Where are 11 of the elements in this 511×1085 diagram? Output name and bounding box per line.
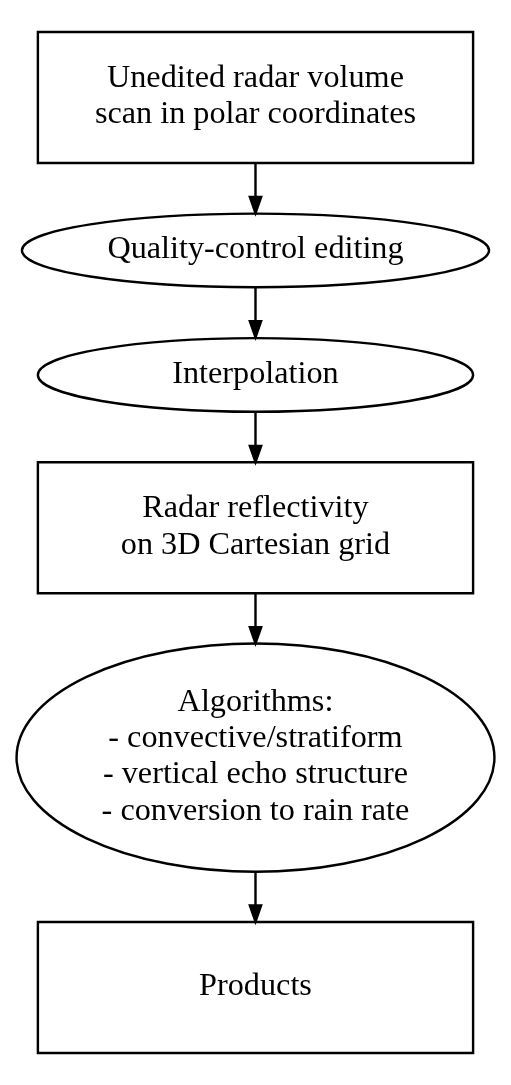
node-ellipse: Interpolation — [36, 336, 475, 413]
node-ellipse: Algorithms: - convective/stratiform - vertical echo structure - conversion to rain rate — [15, 642, 496, 873]
node-box: Radar reflectivity on 3D Cartesian grid — [36, 461, 475, 595]
node-box: Products — [36, 920, 475, 1055]
node-box: Unedited radar volume scan in polar coordinates — [36, 30, 475, 165]
arrow — [248, 163, 263, 217]
arrow — [248, 412, 263, 466]
arrow — [248, 593, 263, 648]
arrow — [248, 871, 263, 926]
node-ellipse: Quality-control editing — [20, 212, 491, 289]
arrow — [248, 287, 263, 341]
